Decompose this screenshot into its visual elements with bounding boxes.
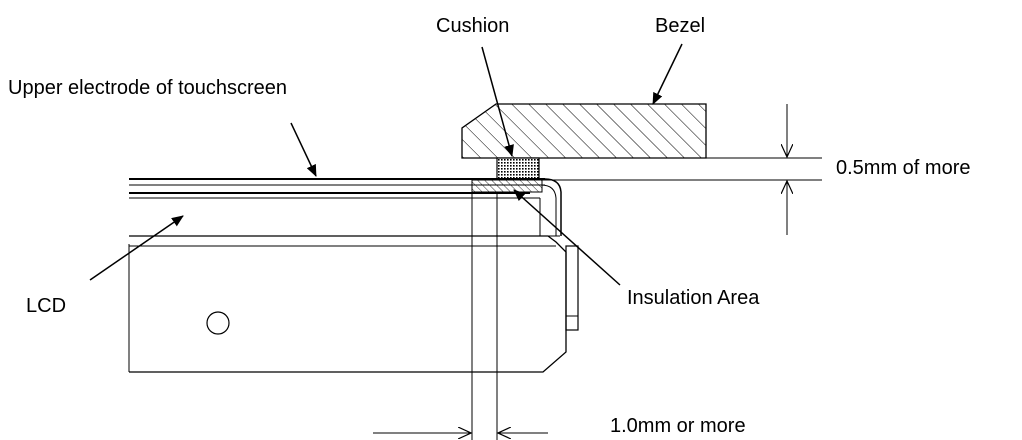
cushion-leader — [481, 46, 514, 157]
lcd-label: LCD — [26, 295, 67, 317]
cushion-shape — [496, 157, 540, 180]
gap-dimension-lines — [542, 104, 822, 235]
insulation-leader — [513, 189, 621, 286]
overlap-dimension-lines — [373, 193, 548, 440]
touch-panel-shape — [129, 192, 560, 237]
bezel-shape — [461, 103, 707, 159]
bezel-label: Bezel — [655, 15, 706, 37]
lcd-leader — [89, 215, 184, 281]
cushion-label: Cushion — [436, 15, 510, 37]
insulation-shape — [471, 179, 543, 193]
bezel-leader — [652, 43, 683, 105]
upper-electrode-leader — [290, 122, 317, 177]
upper-electrode-label: Upper electrode of touchscreen — [8, 77, 288, 99]
upper-electrode-shape — [129, 178, 562, 236]
overlap-dimension-label: 1.0mm or more — [610, 415, 746, 437]
gap-dimension-label: 0.5mm of more — [836, 157, 971, 179]
insulation-area-label: Insulation Area — [627, 287, 760, 309]
lcd-shape — [128, 235, 579, 373]
